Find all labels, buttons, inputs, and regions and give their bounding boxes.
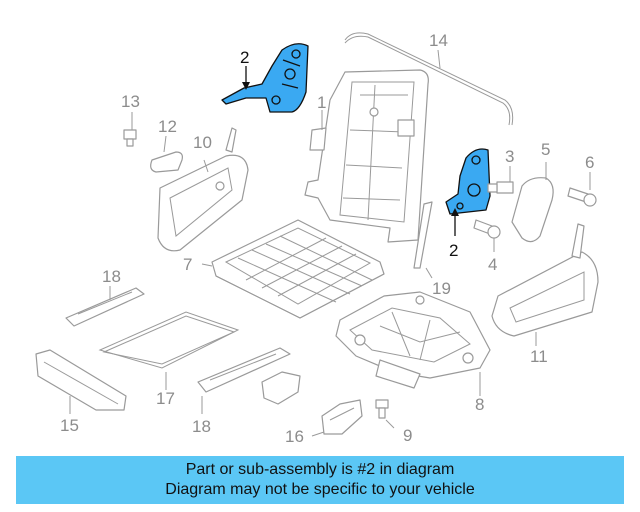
part-17-wire — [98, 311, 240, 369]
part-10-side-shield — [157, 127, 249, 252]
part-3-bolt — [487, 181, 514, 194]
callout-11: 11 — [530, 347, 548, 366]
callout-2-lower: 2 — [449, 241, 458, 260]
part-11-side-trim — [491, 223, 599, 337]
part-19-strap — [413, 201, 433, 269]
callout-7: 7 — [183, 255, 192, 274]
callout-8: 8 — [475, 395, 484, 414]
callout-6: 6 — [585, 153, 594, 172]
banner-line-1: Part or sub-assembly is #2 in diagram — [185, 461, 455, 478]
callout-15: 15 — [60, 416, 79, 435]
part-6-bolt — [567, 187, 597, 207]
part-2-recliner-lower — [445, 148, 491, 215]
callout-2-upper: 2 — [240, 48, 249, 67]
callout-12: 12 — [158, 117, 177, 136]
part-13-screw — [123, 129, 137, 147]
callout-4: 4 — [488, 255, 497, 274]
callout-13: 13 — [121, 92, 140, 111]
part-12-cap — [150, 151, 183, 173]
callout-9: 9 — [403, 426, 412, 445]
part-1-seat-back-frame — [304, 69, 429, 243]
callout-2-arrows — [242, 66, 459, 236]
part-18-rail-upper — [65, 287, 145, 327]
part-18-rail-lower — [197, 347, 291, 393]
leader-lines — [69, 49, 591, 437]
parts-diagram: 1 2 2 3 4 5 6 7 8 9 10 11 12 13 14 15 16… — [35, 31, 599, 446]
part-8-seat-base-mechanism — [335, 291, 491, 389]
callout-1: 1 — [317, 93, 326, 112]
callout-labels: 1 2 2 3 4 5 6 7 8 9 10 11 12 13 14 15 16… — [60, 31, 594, 446]
part-9-bolt — [375, 399, 389, 419]
callout-16: 16 — [285, 427, 304, 446]
callout-19: 19 — [432, 279, 451, 298]
callout-5: 5 — [541, 140, 550, 159]
part-14-wire-rod — [344, 32, 514, 126]
part-4-bolt — [473, 219, 501, 239]
callout-3: 3 — [505, 147, 514, 166]
callout-10: 10 — [193, 133, 212, 152]
callout-17: 17 — [156, 389, 175, 408]
part-16-latch — [321, 399, 363, 435]
part-2-recliner-upper — [221, 43, 309, 113]
banner-line-2: Diagram may not be specific to your vehi… — [165, 481, 475, 498]
part-5-cover — [511, 177, 554, 243]
part-7-seat-cushion-frame — [211, 219, 385, 319]
callout-18-lower: 18 — [192, 417, 211, 436]
info-banner: Part or sub-assembly is #2 in diagram Di… — [16, 456, 624, 504]
part-15-side-cover — [35, 349, 127, 411]
callout-14: 14 — [429, 31, 448, 50]
part-16-latch-body — [261, 371, 301, 405]
callout-18-upper: 18 — [102, 267, 121, 286]
